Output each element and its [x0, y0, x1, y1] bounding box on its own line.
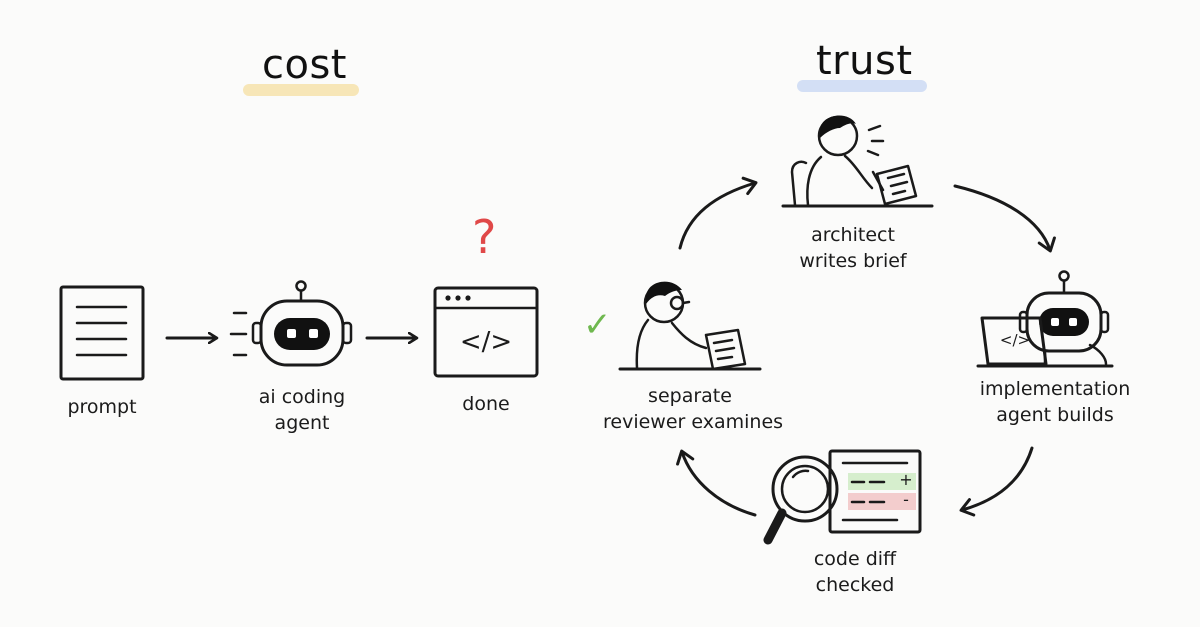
code-window-icon — [433, 286, 539, 378]
laptop-code-symbol: </> — [999, 331, 1031, 349]
diff-label-line2: checked — [815, 574, 895, 596]
implementation-label-line2: agent builds — [996, 404, 1114, 426]
architect-label-line2: writes brief — [799, 250, 907, 272]
reviewer-label: separate reviewer examines — [603, 385, 784, 433]
magnifier-diff-icon — [763, 449, 922, 545]
cost-highlight — [243, 84, 359, 96]
cost-heading: cost — [262, 42, 347, 88]
reviewer-icon — [618, 281, 762, 371]
diff-label: code diff checked — [790, 548, 920, 596]
laptop-robot-icon — [976, 270, 1114, 368]
prompt-label: prompt — [67, 396, 137, 418]
implementation-label: implementation agent builds — [978, 378, 1132, 426]
agent-label: ai coding agent — [243, 386, 361, 434]
diff-minus-sign: - — [903, 490, 909, 509]
arrow-diff-to-reviewer — [676, 449, 757, 517]
robot-icon — [229, 280, 353, 367]
question-mark: ? — [472, 210, 497, 264]
arrow-reviewer-to-architect — [678, 176, 758, 250]
diff-label-line1: code diff — [813, 548, 897, 570]
architect-label: architect writes brief — [778, 224, 928, 272]
agent-label-line1: ai coding — [258, 386, 346, 408]
arrow-implementation-to-diff — [959, 446, 1034, 517]
implementation-label-line1: implementation — [979, 378, 1131, 400]
trust-heading: trust — [816, 38, 913, 84]
code-window-symbol: </> — [459, 327, 513, 357]
done-label: done — [462, 393, 510, 415]
document-icon — [59, 285, 145, 381]
diff-plus-sign: + — [899, 470, 913, 489]
checkmark: ✓ — [583, 305, 612, 345]
trust-highlight — [797, 80, 927, 92]
reviewer-label-line1: separate — [648, 385, 732, 407]
architect-icon — [781, 115, 934, 208]
arrow-architect-to-implementation — [953, 184, 1056, 253]
agent-label-line2: agent — [274, 412, 330, 434]
architect-label-line1: architect — [811, 224, 895, 246]
reviewer-label-line2: reviewer examines — [603, 411, 784, 433]
